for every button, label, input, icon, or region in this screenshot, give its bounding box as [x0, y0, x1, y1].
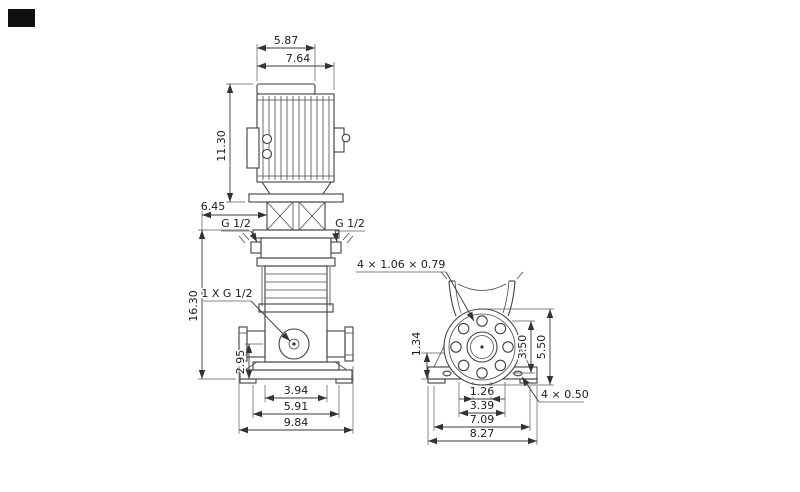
dim-bolt-circle: 3.50 — [516, 335, 529, 360]
end-view: 4 × 1.06 × 0.79 1.34 3.50 5.50 1.26 — [356, 257, 590, 445]
dim-overall-width: 9.84 — [284, 416, 309, 429]
dim-pump-height: 16.30 — [187, 290, 200, 322]
leader-base-holes — [521, 376, 540, 403]
end-view-dimensions: 4 × 1.06 × 0.79 1.34 3.50 5.50 1.26 — [356, 257, 590, 445]
base-slot — [513, 370, 523, 377]
motor — [246, 83, 351, 203]
dim-port-center-height: 2.95 — [234, 350, 247, 375]
volute-body — [440, 271, 524, 317]
dim-end-overall-width: 8.27 — [470, 427, 495, 440]
dim-end-base-width: 7.09 — [470, 413, 495, 426]
dim-flange-diameter: 5.50 — [535, 335, 548, 360]
drain-port-label: 1 X G 1/2 — [201, 287, 252, 300]
dim-head-depth: 6.45 — [201, 200, 226, 213]
leader-drain-port — [250, 300, 291, 342]
gauge-port-right — [330, 241, 342, 254]
brand-logo — [8, 9, 35, 27]
leader-flange-holes — [445, 271, 475, 322]
dim-left-height: 1.34 — [410, 332, 423, 357]
base-holes-label: 4 × 0.50 — [541, 388, 589, 401]
motor-fins — [262, 96, 330, 180]
dim-top-width: 5.87 — [274, 34, 299, 47]
suction-discharge-flanges — [238, 326, 354, 362]
gauge-port-left — [250, 241, 262, 254]
dim-hub-width: 3.39 — [470, 399, 495, 412]
dim-motor-height: 11.30 — [215, 130, 228, 162]
terminal-box — [246, 127, 260, 169]
pump-base — [239, 361, 353, 384]
motor-lug-screw — [341, 133, 351, 143]
flange-holes-label: 4 × 1.06 × 0.79 — [357, 258, 445, 271]
dim-chamber-width: 3.94 — [284, 384, 309, 397]
port-label-right: G 1/2 — [335, 217, 365, 230]
side-view: 5.87 7.64 11.30 6.45 16.30 2.95 — [186, 33, 366, 434]
dim-motor-width: 7.64 — [286, 52, 311, 65]
port-label-left: G 1/2 — [221, 217, 251, 230]
base-slot — [442, 370, 452, 377]
leader-port-left — [249, 230, 258, 243]
terminal-screw — [261, 133, 273, 145]
bolt-holes — [450, 315, 514, 379]
leader-port-right — [332, 230, 339, 243]
drain-port-circle — [278, 328, 310, 360]
dim-base-width: 5.91 — [284, 400, 309, 413]
flange-face — [442, 308, 523, 386]
terminal-screw — [261, 148, 273, 160]
side-view-dimensions: 5.87 7.64 11.30 6.45 16.30 2.95 — [186, 33, 366, 434]
coupling-guard — [266, 201, 326, 231]
dim-port-bore: 1.26 — [470, 385, 495, 398]
